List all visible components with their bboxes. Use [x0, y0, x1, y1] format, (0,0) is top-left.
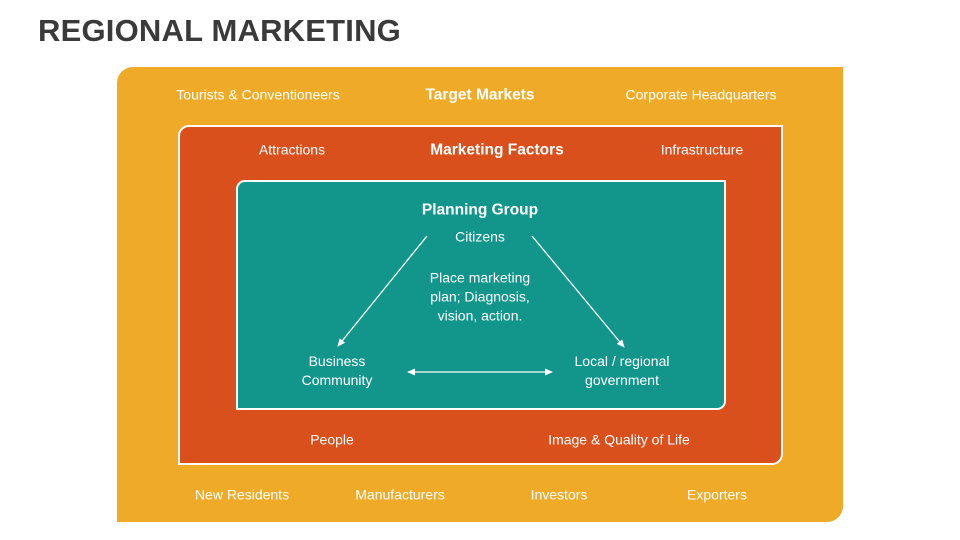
label-corporate-headquarters: Corporate Headquarters — [625, 86, 777, 103]
target-markets-heading: Target Markets — [425, 86, 535, 104]
label-business-community: Business Community — [301, 353, 373, 388]
label-citizens: Citizens — [455, 228, 505, 245]
label-infrastructure: Infrastructure — [660, 141, 744, 158]
label-place-marketing-plan: Place marketing plan; Diagnosis, vision,… — [429, 269, 531, 324]
label-people: People — [310, 431, 354, 448]
label-local-regional-government: Local / regional government — [574, 353, 670, 388]
label-exporters: Exporters — [687, 486, 747, 503]
planning-group-heading: Planning Group — [421, 201, 539, 219]
label-attractions: Attractions — [258, 141, 326, 158]
label-investors: Investors — [530, 486, 588, 503]
label-image-quality-of-life: Image & Quality of Life — [548, 431, 690, 448]
label-tourists-conventioneers: Tourists & Conventioneers — [176, 86, 340, 103]
label-manufacturers: Manufacturers — [355, 486, 445, 503]
page-title: REGIONAL MARKETING — [38, 13, 401, 48]
label-new-residents: New Residents — [194, 486, 290, 503]
marketing-factors-heading: Marketing Factors — [430, 141, 564, 159]
